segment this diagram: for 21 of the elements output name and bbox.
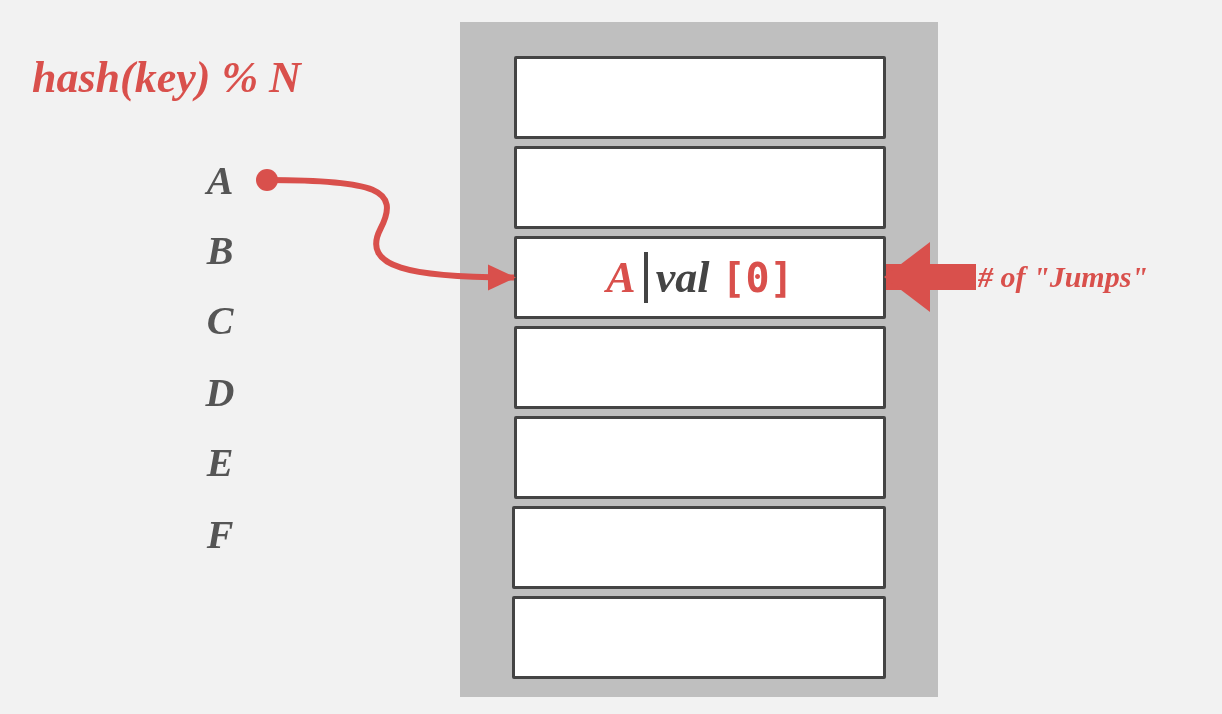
key-letter: C [195, 292, 245, 348]
arrow [256, 169, 516, 291]
jumps-label: # of "Jumps" [978, 260, 1148, 294]
key-letter: D [195, 364, 245, 420]
hash-table-panel [460, 22, 938, 697]
hash-slot [514, 326, 886, 409]
hash-slot [514, 146, 886, 229]
hash-slot [512, 506, 886, 589]
key-letter: A [195, 152, 245, 208]
hash-slot [514, 236, 886, 319]
formula-label: hash(key) % N [32, 52, 301, 103]
arrow [884, 242, 976, 312]
hash-slot [514, 56, 886, 139]
key-text: A [606, 252, 648, 303]
value-text: val [655, 252, 710, 303]
key-letter: F [195, 506, 245, 562]
jump-count: [0] [721, 254, 794, 301]
hash-slot [514, 416, 886, 499]
hash-slot [512, 596, 886, 679]
key-letter: B [195, 222, 245, 278]
key-letter: E [195, 434, 245, 490]
